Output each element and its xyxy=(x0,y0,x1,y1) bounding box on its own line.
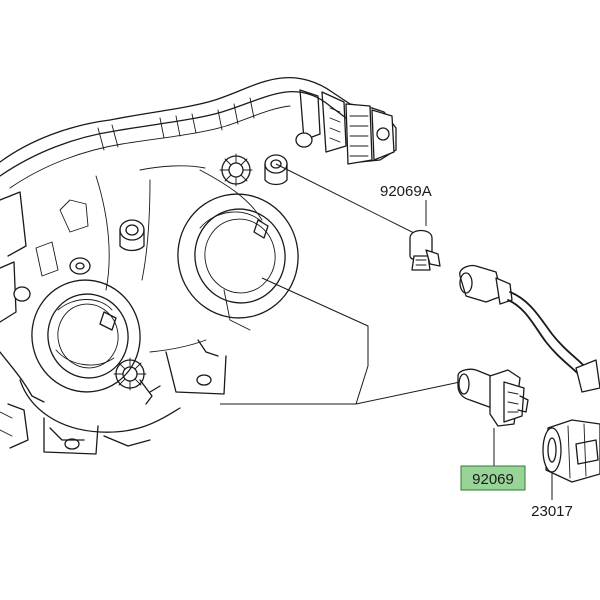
screw-head xyxy=(13,286,31,302)
part-label-92069a[interactable]: 92069A xyxy=(380,183,432,200)
part-number-23017[interactable]: 23017 xyxy=(531,503,573,520)
reflector-right xyxy=(177,193,299,319)
socket-harness-23017 xyxy=(459,264,600,483)
mounting-boss-right xyxy=(264,154,288,186)
part-label-92069[interactable]: 92069 xyxy=(460,465,526,491)
adjuster-gear-upper xyxy=(219,153,253,187)
mounting-boss-left xyxy=(69,257,91,275)
leader-lines xyxy=(220,163,553,500)
mounting-boss-upper xyxy=(119,219,145,252)
headlight-housing xyxy=(0,76,397,455)
wedge-bulb-92069a xyxy=(409,229,441,271)
highlight-box xyxy=(460,465,526,491)
reflector-left xyxy=(31,279,141,393)
screw-head xyxy=(295,132,313,148)
headlamp-bulb-92069 xyxy=(457,368,529,427)
part-label-23017[interactable]: 23017 xyxy=(531,503,573,520)
adjuster-gear-lower xyxy=(113,357,161,405)
part-number-92069[interactable]: 92069 xyxy=(472,471,514,488)
part-number-92069a[interactable]: 92069A xyxy=(380,183,432,200)
